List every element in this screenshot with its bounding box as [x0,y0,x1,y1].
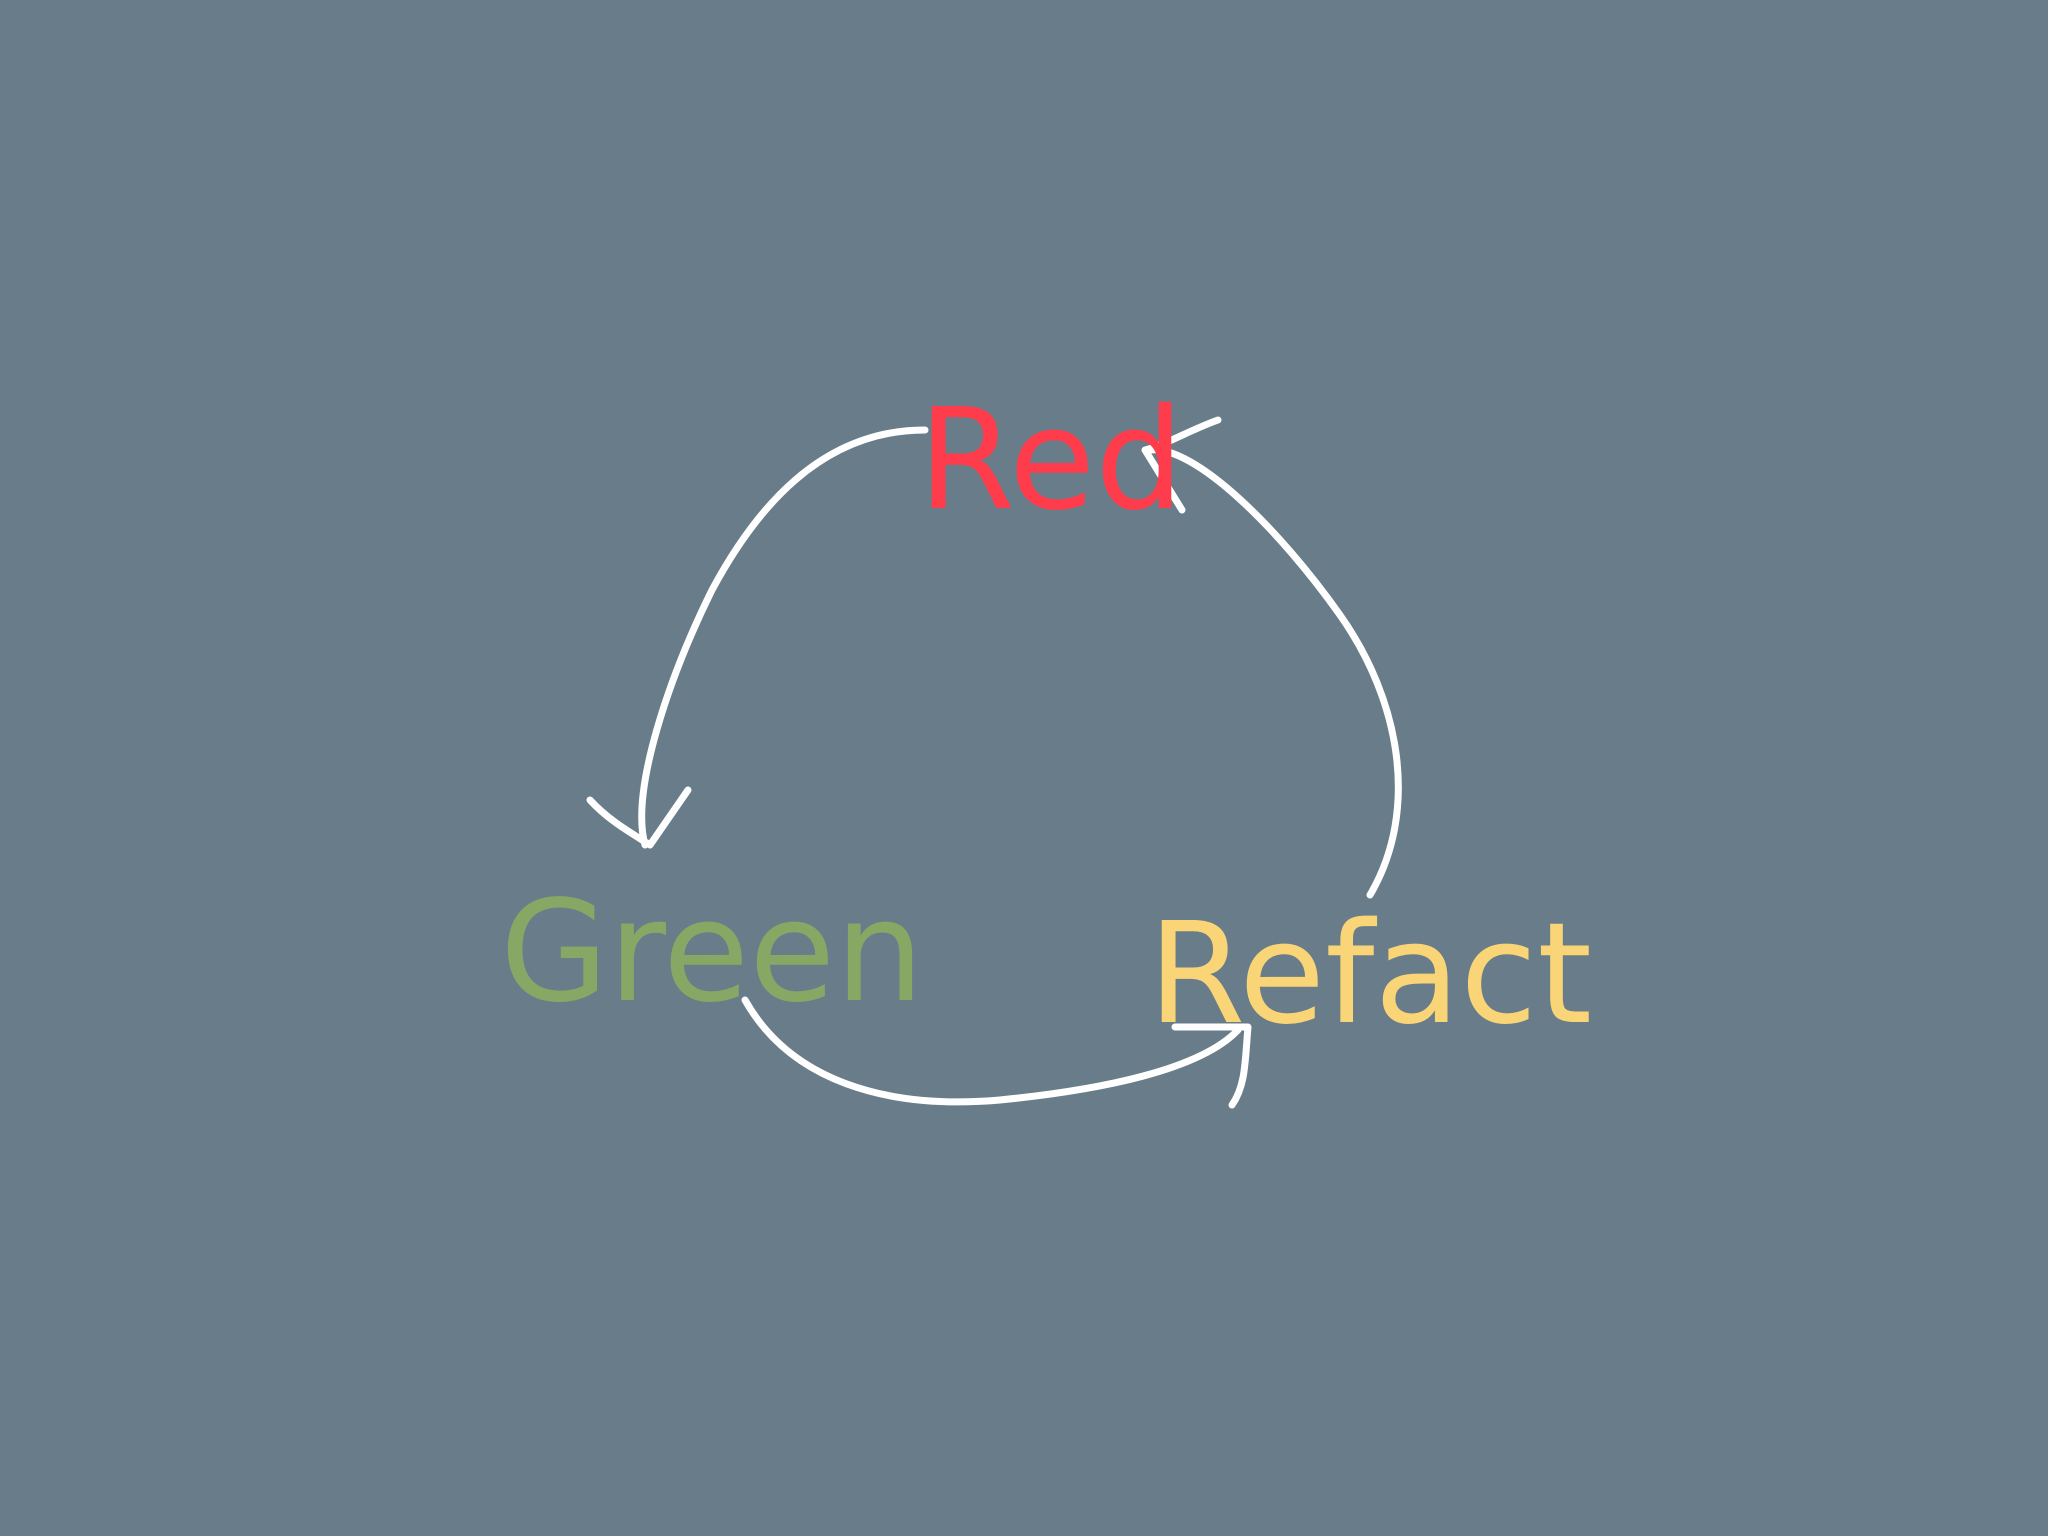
arrow-red-to-green-head [586,786,692,849]
arrow-green-to-refactor-head [1171,1023,1252,1109]
arrow-red-to-green [586,426,929,849]
stage-label-refactor: Refact [1148,893,1592,1056]
stage-label-green: Green [500,871,924,1034]
arrow-refactor-to-red [1141,416,1402,899]
arrow-green-to-refactor-curve [741,996,1242,1106]
arrow-red-to-green-curve [638,426,929,849]
arrow-green-to-refactor [741,996,1252,1109]
stage-label-red: Red [918,379,1184,542]
cycle-arrows [586,416,1402,1109]
arrow-refactor-to-red-curve [1146,446,1402,899]
arrow-refactor-to-red-head [1141,416,1222,514]
